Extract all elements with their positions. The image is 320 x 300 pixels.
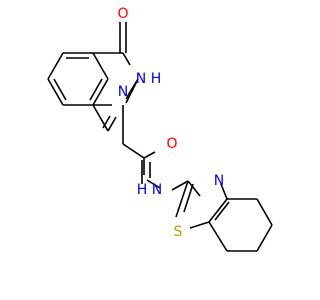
bond [189,221,210,229]
bond [208,198,228,223]
structure-diagram: O N H N O N H N S [0,0,300,300]
sulfur-label: S [174,224,183,240]
bond [143,151,156,159]
pyridazinone-ring [92,22,139,132]
benzene-ring [47,52,109,106]
bond [171,180,189,191]
bond [92,78,109,106]
hydrogen-label-amide: H [137,182,148,198]
bond [47,52,64,80]
bond [107,116,117,132]
nitrogen-label-amide: N [152,182,162,198]
acetamide-linker [122,105,189,191]
nitrogen-label-nh: N [136,71,146,87]
bond [175,180,189,218]
bond [122,52,131,66]
molecule-canvas: O N H N O N H N S [0,0,300,300]
bond [125,78,139,104]
double-bond-inner [53,78,67,101]
double-bond-inner [183,183,194,213]
background [0,0,300,300]
cyclohexane-ring [208,198,273,252]
oxygen-label-top: O [117,6,128,22]
nitrogen-label-ring: N [118,84,128,100]
bond [256,224,273,252]
thiazole-ring [175,180,230,229]
double-bond-inner [89,78,103,101]
bond [92,104,109,132]
bond [125,91,131,100]
nitrogen-label-thiazole: N [214,173,224,189]
bond [220,183,228,200]
bond [122,143,145,159]
bond [47,78,64,106]
oxygen-label-amide: O [166,136,177,152]
bond [208,221,228,252]
bond [187,180,201,197]
double-bond-inner [102,115,111,129]
hydrogen-label-nh: H [151,71,162,87]
bond [92,52,109,80]
bond [256,198,273,226]
double-bond-inner [214,201,230,221]
bond [146,179,161,189]
